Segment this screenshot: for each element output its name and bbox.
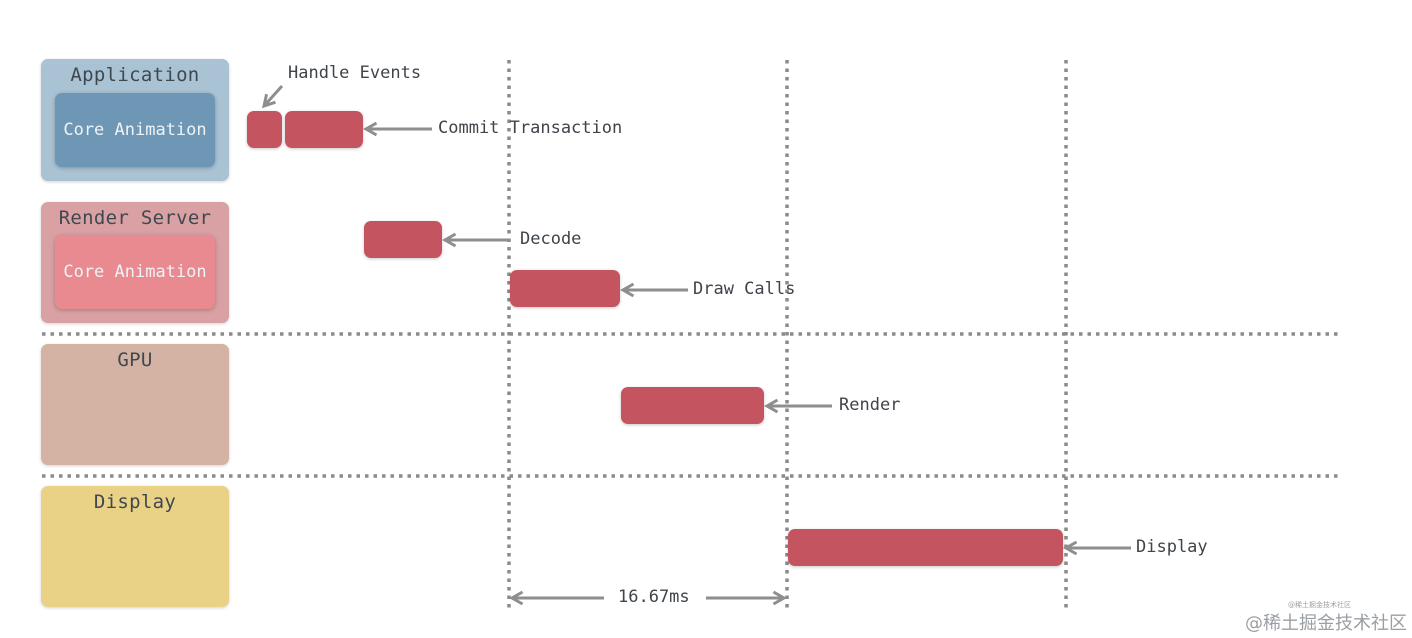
draw-calls-label: Draw Calls — [693, 279, 796, 299]
render-server-lane-title: Render Server — [58, 207, 212, 229]
gpu-lane-title: GPU — [117, 349, 153, 371]
decode-bar — [364, 221, 442, 258]
render-server-lane: Render Server Core Animation — [41, 202, 229, 323]
watermark-small: @稀土掘金技术社区 — [1288, 601, 1351, 609]
application-core-animation-box: Core Animation — [55, 93, 215, 167]
frame-interval-label: 16.67ms — [618, 587, 690, 607]
render-bar — [621, 387, 764, 424]
application-core-animation-label: Core Animation — [63, 120, 207, 140]
application-lane-title: Application — [70, 64, 200, 86]
display-lane-title: Display — [93, 491, 177, 513]
application-lane: Application Core Animation — [41, 59, 229, 181]
watermark-large: @稀土掘金技术社区 — [1245, 613, 1407, 634]
render-server-core-animation-label: Core Animation — [63, 262, 207, 282]
commit-transaction-label: Commit Transaction — [438, 118, 623, 138]
display-label: Display — [1136, 537, 1208, 557]
gpu-lane: GPU — [41, 344, 229, 465]
draw-calls-bar — [510, 270, 620, 307]
handle-events-arrow — [261, 84, 284, 109]
handle-events-label: Handle Events — [288, 63, 422, 83]
commit-transaction-bar — [285, 111, 363, 148]
handle-events-bar — [247, 111, 282, 148]
display-bar — [788, 529, 1063, 566]
render-label: Render — [839, 395, 901, 415]
decode-label: Decode — [520, 229, 582, 249]
render-server-core-animation-box: Core Animation — [55, 235, 215, 309]
display-lane: Display — [41, 486, 229, 607]
